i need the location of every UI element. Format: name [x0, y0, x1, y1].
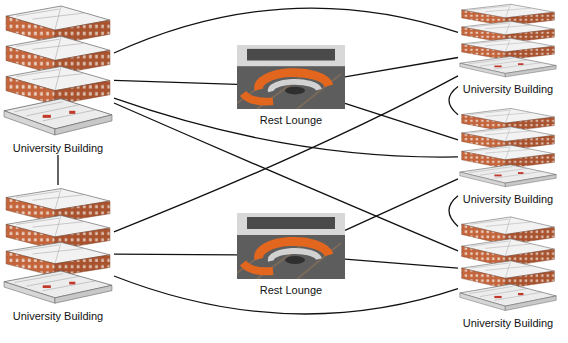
- building-node: University Building: [2, 185, 114, 323]
- connector-line: [114, 254, 237, 256]
- label-row: Rest Lounge: [237, 282, 345, 297]
- building-illustration: [2, 2, 114, 137]
- connector-line: [449, 196, 458, 227]
- connector-line: [345, 179, 458, 231]
- connector-line: [114, 80, 237, 84]
- lounge-node: Rest Lounge: [237, 213, 345, 297]
- node-label: Rest Lounge: [258, 113, 324, 127]
- node-label: University Building: [11, 141, 105, 155]
- building-illustration: [2, 185, 114, 305]
- lounge-node: Rest Lounge: [237, 45, 345, 127]
- connector-line: [345, 58, 458, 77]
- label-row: University Building: [458, 191, 558, 206]
- building-illustration: [458, 106, 558, 188]
- connector-line: [345, 259, 458, 268]
- label-row: University Building: [2, 308, 114, 323]
- connector-line: [114, 276, 458, 314]
- label-row: Rest Lounge: [237, 112, 345, 127]
- building-node: University Building: [458, 106, 558, 206]
- building-node: University Building: [458, 214, 558, 330]
- node-label: Rest Lounge: [258, 283, 324, 297]
- connector-line: [345, 103, 458, 139]
- lounge-photo: [237, 45, 345, 109]
- node-label: University Building: [461, 316, 555, 330]
- lounge-photo: [237, 213, 345, 279]
- connector-line: [57, 155, 58, 185]
- building-illustration: [458, 2, 558, 78]
- label-row: University Building: [2, 140, 114, 155]
- connector-line: [449, 87, 458, 115]
- label-row: University Building: [458, 81, 558, 96]
- node-label: University Building: [11, 309, 105, 323]
- label-row: University Building: [458, 315, 558, 330]
- building-illustration: [458, 214, 558, 312]
- node-label: University Building: [461, 82, 555, 96]
- building-node: University Building: [458, 2, 558, 96]
- node-label: University Building: [461, 192, 555, 206]
- building-node: University Building: [2, 2, 114, 155]
